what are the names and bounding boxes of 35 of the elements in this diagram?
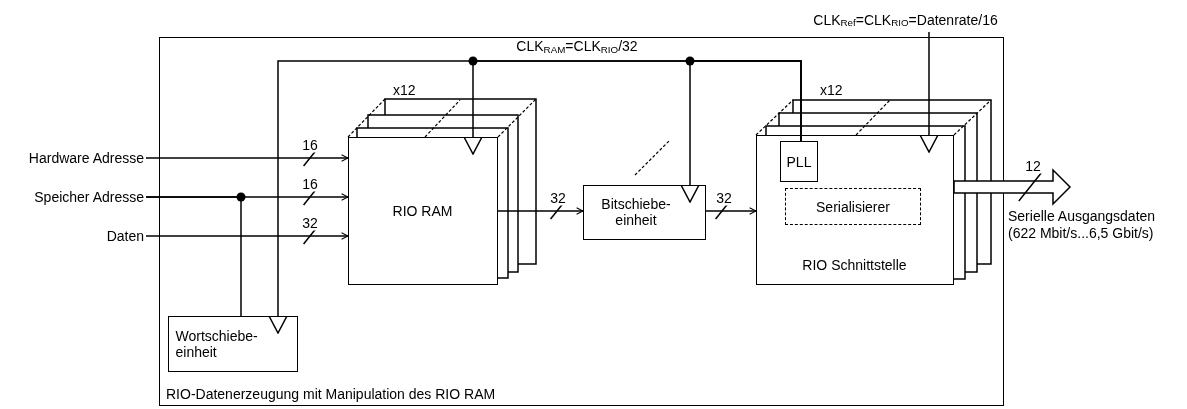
arrow (705, 207, 757, 215)
edge-label: 16 (301, 176, 319, 192)
frame-box (159, 37, 1004, 406)
input-label: Speicher Adresse (0, 187, 144, 207)
serializer-box (785, 188, 921, 225)
box-label: PLL (786, 153, 812, 170)
arrow (145, 154, 349, 162)
memory-box (347, 136, 498, 285)
edge-label: 32 (301, 215, 319, 231)
edge-label: 32 (549, 190, 567, 206)
arrow (145, 232, 349, 240)
input-label: Hardware Adresse (0, 148, 144, 168)
box-label: RIO RAM (392, 202, 453, 219)
connector-line (145, 196, 242, 317)
arrow (919, 31, 939, 153)
block-arrow (953, 168, 1072, 206)
multiplicity-label: x12 (393, 82, 416, 99)
input-label: Daten (0, 226, 144, 246)
process-box (167, 315, 298, 372)
box-label: RIO Schnittstelle (801, 256, 908, 273)
box-label: Wortschiebe- einheit (175, 327, 259, 360)
edge-label: 12 (1024, 158, 1042, 174)
box-label: Serialisierer (816, 198, 890, 215)
edge-label: 16 (301, 137, 319, 153)
interface-box (755, 134, 954, 285)
arrow (497, 207, 584, 215)
box-label: Bitschiebe- einheit (600, 196, 672, 228)
output-description: Serielle Ausgangsdaten (622 Mbit/s...6,5 Gbit/s) (1008, 208, 1157, 242)
edge-label: 32 (715, 190, 733, 206)
clock-label: CLK$_{Ref}$=CLK$_{RIO}$=Datenrate/16 (798, 10, 1013, 30)
frame-title: RIO-Datenerzeugung mit Manipulation des RIO RAM (166, 386, 496, 402)
pll-box (780, 141, 818, 182)
arrow (268, 60, 802, 334)
process-box (582, 184, 706, 240)
multiplicity-label: x12 (820, 82, 843, 99)
